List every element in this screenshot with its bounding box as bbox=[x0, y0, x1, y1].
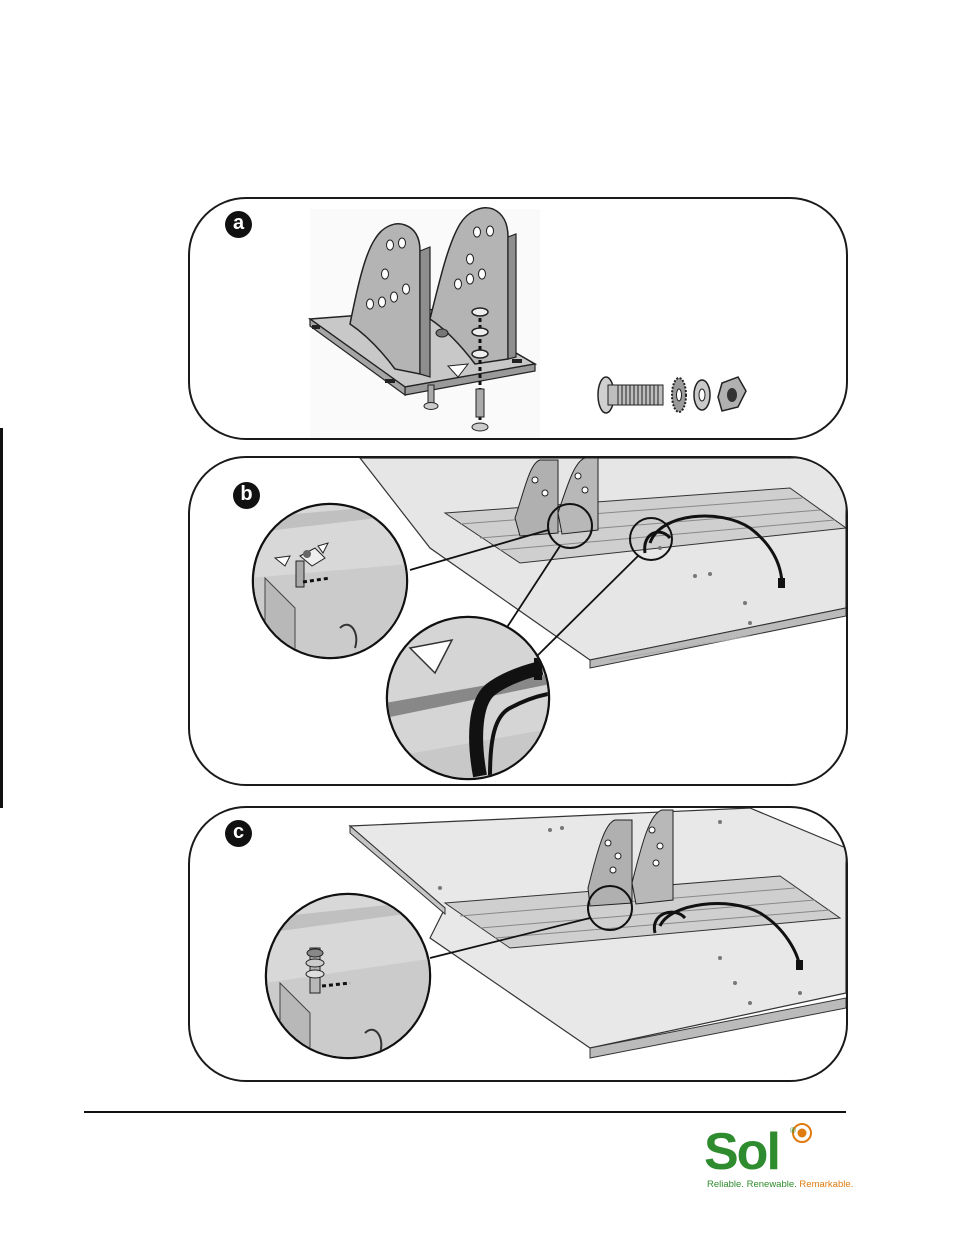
sol-logo: Sol ® Reliable. Renewable. Remarkable. bbox=[704, 1122, 854, 1192]
hardware-kit bbox=[598, 377, 746, 413]
tagline-part-orange: Remarkable. bbox=[799, 1179, 853, 1190]
registered-mark: ® bbox=[790, 1126, 796, 1135]
rail-mounting-illustration bbox=[190, 458, 846, 784]
logo-tagline: Reliable. Renewable. Remarkable. bbox=[707, 1179, 853, 1190]
margin-bar bbox=[0, 428, 3, 808]
step-badge-b: b bbox=[233, 482, 260, 509]
step-a-panel: a bbox=[188, 197, 848, 440]
bracket-assembly-illustration bbox=[190, 199, 846, 438]
tagline-part-green: Reliable. Renewable. bbox=[707, 1179, 797, 1190]
step-badge-c: c bbox=[225, 820, 252, 847]
step-badge-a: a bbox=[225, 211, 252, 238]
detail-zoom-bolt bbox=[250, 498, 420, 668]
detail-zoom-secured-bolt bbox=[265, 893, 435, 1068]
detail-zoom-cable bbox=[385, 616, 555, 784]
footer-rule bbox=[84, 1111, 846, 1113]
step-b-panel: b bbox=[188, 456, 848, 786]
logo-wordmark: Sol bbox=[704, 1122, 779, 1182]
final-assembly-illustration bbox=[190, 808, 846, 1080]
step-c-panel: c bbox=[188, 806, 848, 1082]
